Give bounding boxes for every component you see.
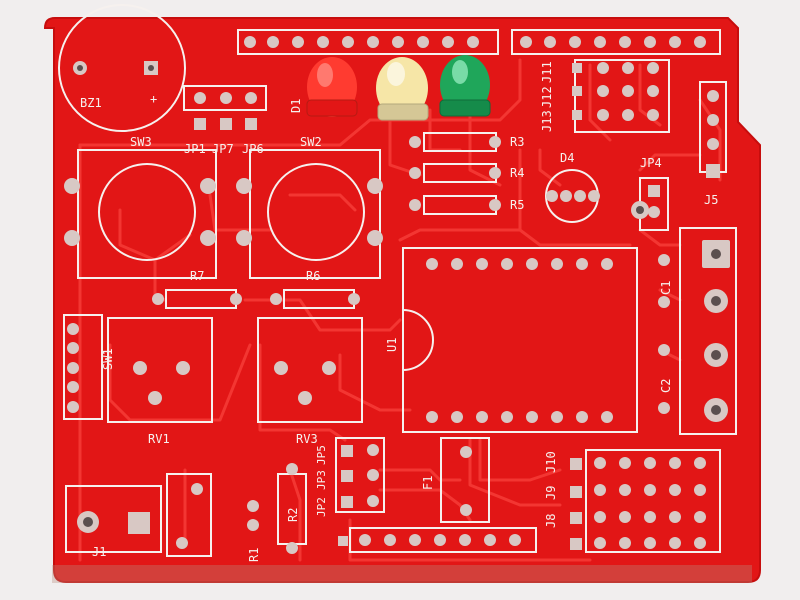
mounting-hole [631,201,649,219]
buzzer-bz1: BZ1 + [58,4,186,132]
label-j5: J5 [704,193,718,207]
label-sw3: SW3 [130,135,152,149]
label-r4: R4 [510,166,524,180]
label-rv3: RV3 [296,432,318,446]
label-j9: J9 [544,486,558,500]
label-sw2: SW2 [300,135,322,149]
ic-u1: U1 [385,247,638,433]
pot-rv1: RV1 [107,317,213,446]
label-jp3: JP3 [315,470,328,490]
leds-d1: D1 [289,55,491,121]
header-grid-j8-j10: J10 J9 J8 [544,449,721,553]
resistors-r1-r2: R1 R2 [247,463,307,562]
headers-j11-j13: J11 J12 J13 [540,59,670,133]
switch-sw3: SW3 [64,135,217,279]
label-d1: D1 [289,99,303,113]
resistors-r3-r5: R3 R4 R5 [409,132,524,215]
label-j13: J13 [540,110,554,132]
label-d4: D4 [560,151,574,165]
label-bz1-plus: + [150,92,157,106]
label-j12: J12 [540,86,554,108]
resistor-r6: R6 [270,269,360,309]
label-j1: J1 [92,545,106,559]
switch-sw1: SW1 [63,314,115,420]
capacitors-c1-c2: C1 C2 [658,254,673,414]
led-d4: D4 [545,151,600,223]
label-c1: C1 [659,281,673,295]
label-j8: J8 [544,514,558,528]
copper-traces [78,58,722,562]
board-edge-shadow [52,565,752,583]
label-jp2: JP2 [315,497,328,517]
label-c2: C2 [659,379,673,393]
label-r6: R6 [306,269,320,283]
resistor-r7: R7 [152,269,242,309]
label-jp5: JP5 [315,445,328,465]
label-jp4: JP4 [640,156,662,170]
pot-rv3: RV3 [257,317,363,446]
label-r2: R2 [286,508,300,522]
label-r7: R7 [190,269,204,283]
screw-terminal [679,227,737,435]
header-bottom [338,527,537,553]
label-j11: J11 [540,61,554,83]
header-j5: J5 [699,81,727,207]
label-jp7: JP7 [212,142,234,156]
silkscreen-corners [237,29,703,229]
label-f1: F1 [421,476,435,490]
jumpers-jp2-jp3-jp5: JP2 JP3 JP5 [315,437,385,517]
switch-sw2: SW2 [236,135,383,279]
label-bz1: BZ1 [80,96,102,110]
fuse-f1: F1 [421,437,490,523]
label-r1: R1 [247,548,261,562]
label-j10: J10 [544,451,558,473]
label-u1: U1 [385,338,399,352]
jack-j1: J1 [65,473,212,559]
label-r5: R5 [510,198,524,212]
label-rv1: RV1 [148,432,170,446]
label-r3: R3 [510,135,524,149]
jumpers-jp1-jp7-jp6: JP1 JP7 JP6 [183,85,267,156]
